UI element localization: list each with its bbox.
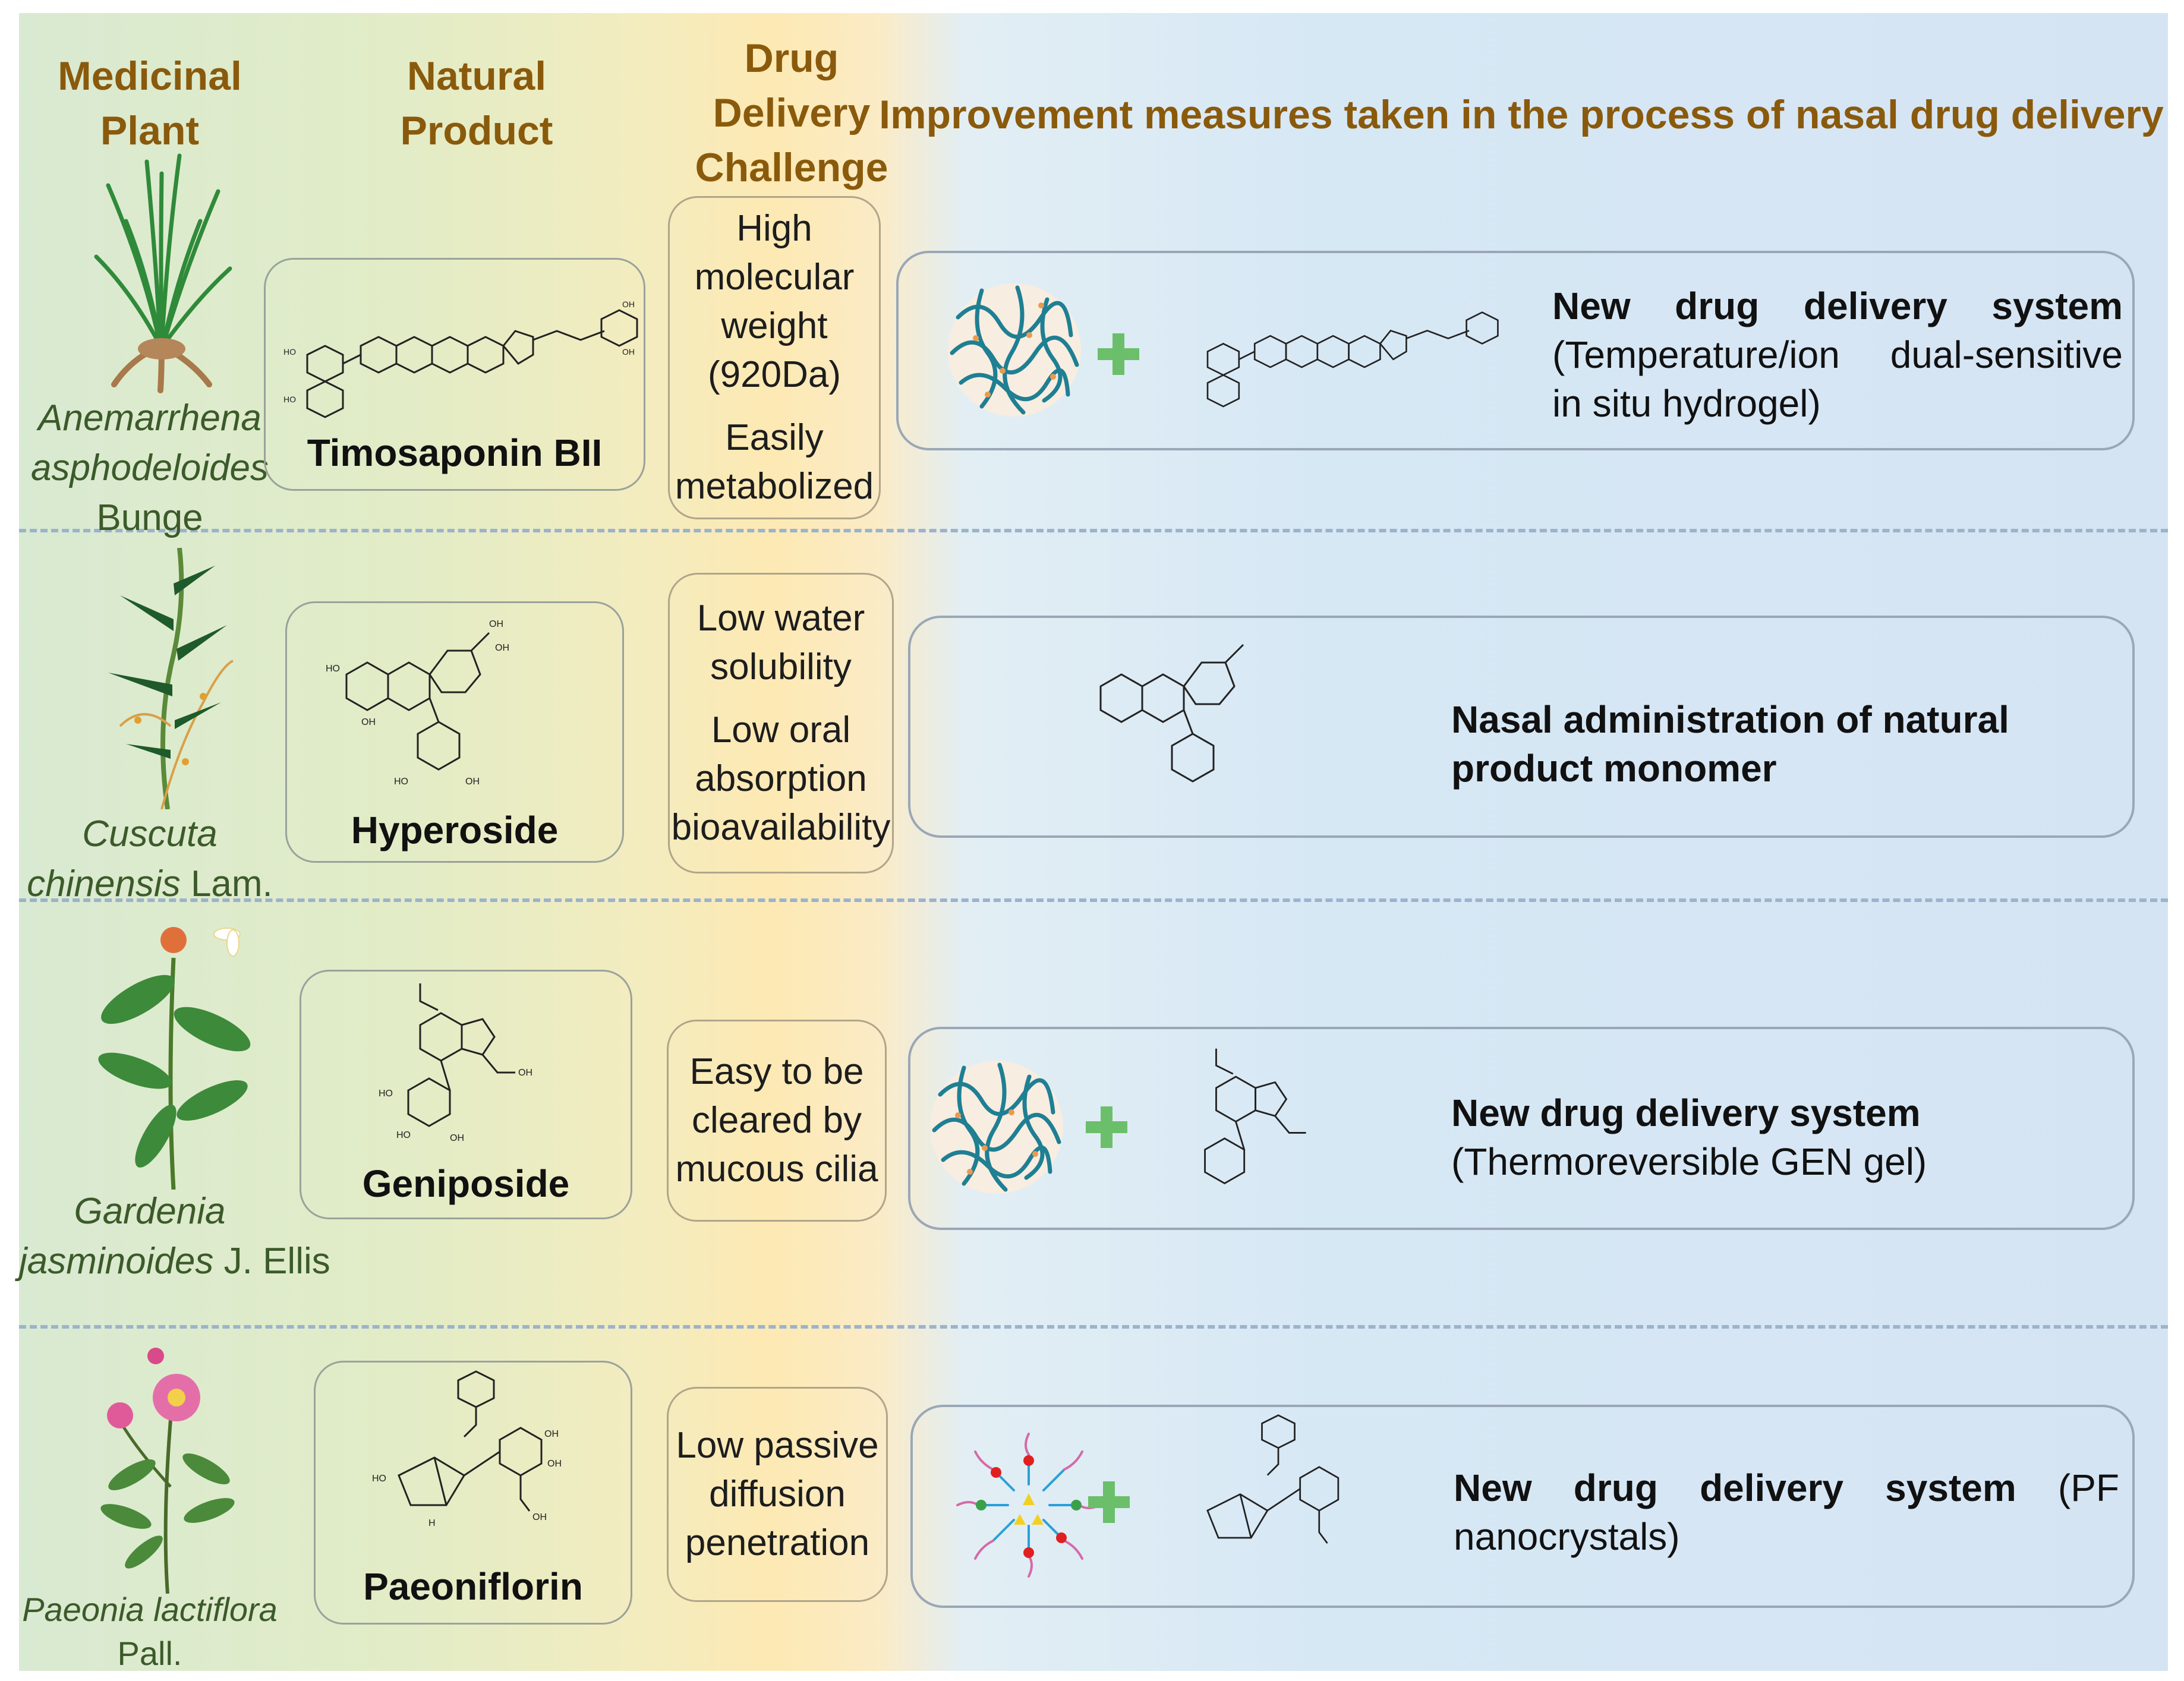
measure-text: New drug delivery system (PF nanocrystal…: [1454, 1466, 2120, 1558]
svg-text:HO: HO: [283, 347, 296, 357]
svg-text:OH: OH: [622, 347, 635, 357]
hyperoside-structure: HO OH OH OH HO OH: [326, 619, 509, 787]
timosaponin-structure: [1206, 311, 1499, 408]
svg-text:OH: OH: [361, 717, 376, 727]
row-separator: [19, 1325, 2168, 1329]
svg-text:HO: HO: [394, 777, 408, 787]
svg-text:OH: OH: [547, 1459, 562, 1469]
svg-text:OH: OH: [518, 1068, 532, 1078]
geniposide-structure: [1204, 1048, 1306, 1185]
svg-text:HO: HO: [372, 1474, 386, 1484]
diagram-panel: Medicinal Plant Natural Product Drug Del…: [19, 13, 2168, 1672]
svg-text:OH: OH: [622, 299, 635, 309]
svg-text:OH: OH: [495, 643, 509, 653]
svg-text:HO: HO: [283, 395, 296, 404]
hydrogel-icon: [930, 1061, 1063, 1194]
header-medicinal-plant: Medicinal Plant: [58, 53, 242, 153]
measure-text: New drug delivery system (Temperature/io…: [1552, 285, 2123, 425]
svg-text:OH: OH: [544, 1429, 559, 1439]
hyperoside-structure: [1099, 644, 1244, 783]
challenge-box-row1: High molecular weight (920Da) Easily met…: [668, 196, 881, 519]
svg-text:HO: HO: [396, 1130, 411, 1140]
measure-box-row4: New drug delivery system (PF nanocrystal…: [910, 1405, 2135, 1608]
challenge-box-row3: Easy to be cleared by mucous cilia: [667, 1020, 887, 1222]
grass-plant-icon: [94, 153, 232, 393]
header-improvement-measures: Improvement measures taken in the proces…: [879, 92, 2164, 137]
row-separator: [19, 898, 2168, 902]
svg-text:OH: OH: [489, 619, 503, 629]
challenge-box-row4: Low passive diffusion penetration: [667, 1387, 888, 1602]
product-label: Paeoniflorin: [363, 1565, 583, 1608]
paeoniflorin-structure: [1206, 1414, 1340, 1544]
measure-box-row2: Nasal administration of natural product …: [908, 616, 2135, 838]
svg-text:H: H: [428, 1518, 436, 1528]
plant-name-cuscuta: Cuscuta chinensis Lam.: [27, 813, 273, 904]
challenge-box-row2: Low water solubility Low oral absorption…: [668, 573, 894, 873]
geniposide-structure: OH HO HO OH: [379, 983, 532, 1143]
header-drug-delivery-challenge: Drug Delivery Challenge: [695, 36, 888, 190]
plant-name-paeonia: Paeonia lactiflora Pall.: [22, 1591, 278, 1672]
measure-box-row1: New drug delivery system (Temperature/io…: [896, 251, 2135, 450]
plant-name-anemarrhena: Anemarrhena asphodeloides Bunge: [31, 398, 269, 538]
plus-icon: [1088, 1481, 1130, 1523]
product-label: Geniposide: [362, 1162, 570, 1205]
plus-icon: [1098, 333, 1139, 375]
product-label: Timosaponin BII: [307, 431, 603, 474]
product-box-hyperoside: HO OH OH OH HO OH Hyperoside: [285, 601, 624, 863]
svg-text:HO: HO: [379, 1089, 393, 1099]
peony-plant-icon: [100, 1348, 235, 1594]
vine-plant-icon: [108, 548, 234, 809]
svg-text:OH: OH: [450, 1133, 464, 1143]
product-label: Hyperoside: [351, 809, 559, 851]
svg-text:OH: OH: [465, 777, 480, 787]
plant-name-gardenia: Gardenia jasminoides J. Ellis: [19, 1191, 330, 1282]
product-box-timosaponin: HO HO OH OH Timosaponin BII: [264, 258, 645, 491]
svg-text:OH: OH: [532, 1512, 547, 1522]
measure-text: Nasal administration of natural product …: [1451, 698, 2009, 790]
row-separator: [19, 529, 2168, 532]
plus-icon: [1086, 1106, 1127, 1148]
paeoniflorin-structure: HO OH OH OH H: [372, 1370, 562, 1528]
svg-text:HO: HO: [326, 664, 340, 674]
hydrogel-icon: [948, 283, 1081, 417]
measure-text: New drug delivery system (Thermoreversib…: [1451, 1092, 1927, 1183]
timosaponin-structure: HO HO OH OH: [283, 299, 638, 418]
product-box-geniposide: OH HO HO OH Geniposide: [300, 970, 632, 1219]
measure-box-row3: New drug delivery system (Thermoreversib…: [908, 1027, 2135, 1230]
product-box-paeoniflorin: HO OH OH OH H Paeoniflorin: [314, 1361, 632, 1625]
nanocrystal-icon: [956, 1433, 1101, 1578]
header-natural-product: Natural Product: [400, 53, 553, 153]
gardenia-plant-icon: [98, 927, 251, 1190]
